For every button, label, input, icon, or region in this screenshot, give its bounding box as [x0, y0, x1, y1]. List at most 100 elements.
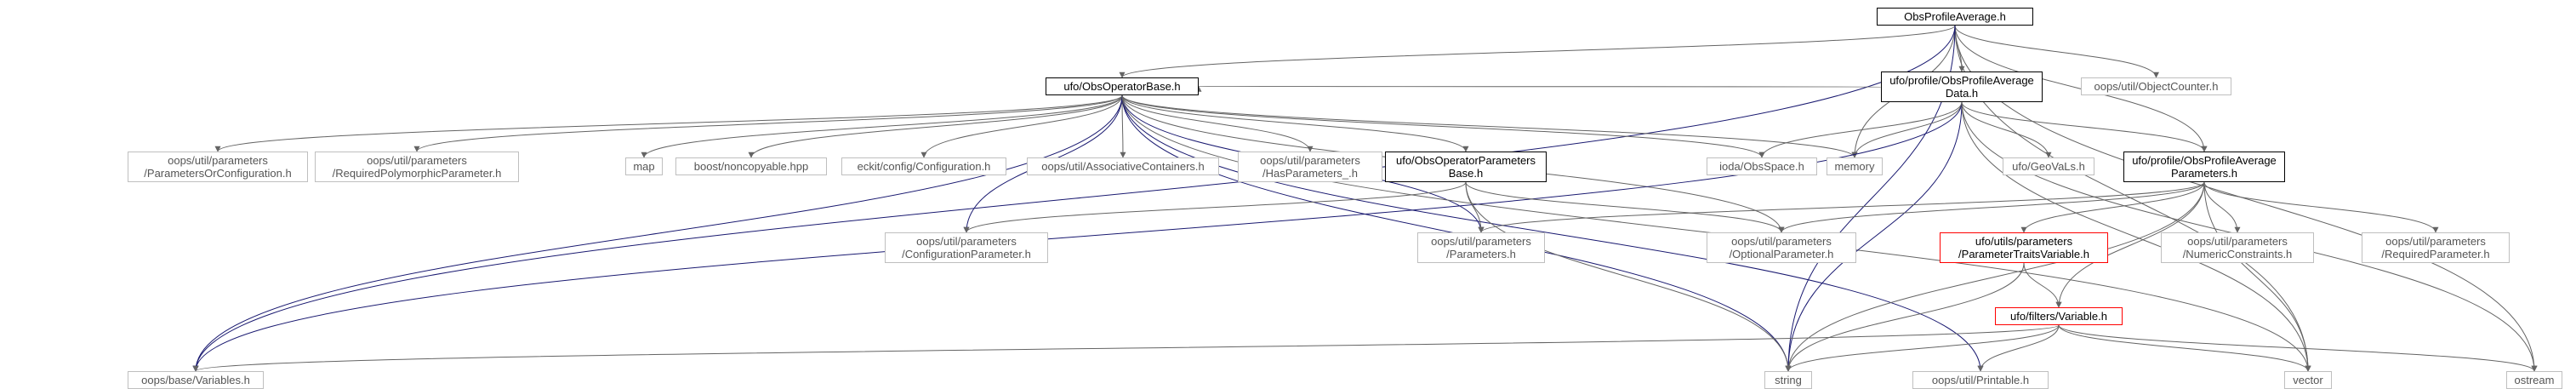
node-label-line: ufo/utils/parameters: [1975, 235, 2073, 248]
node-label-line: oops/base/Variables.h: [141, 374, 250, 386]
node-boost-noncopyable-hpp[interactable]: boost/noncopyable.hpp: [675, 157, 827, 175]
node-ostream[interactable]: ostream: [2506, 371, 2562, 389]
node-associative-containers-h[interactable]: oops/util/AssociativeContainers.h: [1027, 157, 1219, 175]
node-has-parameters-h[interactable]: oops/util/parameters/HasParameters_.h: [1238, 152, 1382, 182]
edge-profileparams-to-string: [1785, 181, 2205, 372]
node-vector[interactable]: vector: [2284, 371, 2332, 389]
edge-obsoperatorbase-to-variables: [192, 94, 1123, 372]
edge-variableh-to-vector: [2058, 324, 2311, 372]
edge-obsoperatorbase-to-memory: [1121, 94, 1858, 158]
edge-variableh-to-printable: [1977, 324, 2060, 372]
node-label-line: oops/util/parameters: [1431, 235, 1531, 248]
edge-root-to-objectcounter: [1954, 25, 2159, 78]
edge-obsoperatorbase-to-obsopparambase: [1121, 94, 1469, 152]
node-label-line: boost/noncopyable.hpp: [693, 160, 809, 173]
edge-obsoperatorbase-to-paramsorconfig: [214, 94, 1123, 152]
node-object-counter-h[interactable]: oops/util/ObjectCounter.h: [2081, 77, 2231, 95]
edge-obsoperatorbase-to-reqpolyparam: [413, 94, 1123, 152]
node-memory[interactable]: memory: [1827, 157, 1883, 175]
node-oops-base-variables-h[interactable]: oops/base/Variables.h: [128, 371, 264, 389]
edge-obsopparambase-to-string: [1465, 181, 1792, 372]
node-required-polymorphic-parameter-h[interactable]: oops/util/parameters/RequiredPolymorphic…: [315, 152, 519, 182]
node-parameters-h[interactable]: oops/util/parameters/Parameters.h: [1417, 232, 1545, 263]
node-label-line: /ParametersOrConfiguration.h: [144, 167, 292, 180]
node-configuration-parameter-h[interactable]: oops/util/parameters/ConfigurationParame…: [885, 232, 1048, 263]
edge-variableh-to-ostream: [2058, 324, 2538, 372]
node-variable-h[interactable]: ufo/filters/Variable.h: [1995, 307, 2123, 325]
edge-profileparams-to-vector: [2203, 181, 2311, 372]
edge-profiledata-to-variables: [192, 101, 1963, 372]
node-label-line: Parameters.h: [2170, 167, 2238, 180]
edge-obsoperatorbase-to-noncopyable: [748, 94, 1123, 158]
node-label-line: /OptionalParameter.h: [1729, 248, 1834, 260]
node-label-line: ioda/ObsSpace.h: [1719, 160, 1804, 173]
edge-profiledata-to-iodaobsspace: [1758, 101, 1963, 158]
edge-variableh-to-string: [1785, 324, 2060, 372]
edge-profileparams-to-variableh: [2055, 181, 2205, 308]
node-label-line: oops/util/parameters: [1731, 235, 1832, 248]
edge-profileparams-to-optionalparam: [1778, 181, 2205, 233]
node-label-line: /HasParameters_.h: [1262, 167, 1358, 180]
node-parameter-traits-variable-h[interactable]: ufo/utils/parameters/ParameterTraitsVari…: [1940, 232, 2108, 263]
node-obs-profile-average-h[interactable]: ObsProfileAverage.h: [1877, 8, 2033, 26]
edge-obsopparambase-to-configparam: [963, 181, 1467, 233]
node-label-line: memory: [1834, 160, 1875, 173]
edge-obsoperatorbase-to-printable: [1121, 94, 1984, 372]
edge-profileparams-to-parameters: [1478, 181, 2205, 233]
edge-obsoperatorbase-to-eckitconfig: [920, 94, 1123, 158]
edge-profileparams-to-numericconstraints: [2203, 181, 2241, 233]
edge-root-to-obsoperatorbase: [1119, 25, 1956, 78]
node-map[interactable]: map: [625, 157, 663, 175]
node-label-line: oops/util/parameters: [2187, 235, 2288, 248]
edge-variableh-to-variables: [193, 324, 2060, 372]
node-string[interactable]: string: [1764, 371, 1812, 389]
node-label-line: /NumericConstraints.h: [2182, 248, 2293, 260]
node-label-line: ufo/ObsOperatorParameters: [1395, 154, 1536, 167]
node-label-line: oops/util/Printable.h: [1931, 374, 2030, 386]
node-label-line: /RequiredPolymorphicParameter.h: [332, 167, 502, 180]
edge-profiledata-to-profileparams: [1961, 101, 2208, 152]
edge-profiledata-to-memory: [1851, 101, 1963, 158]
node-label-line: oops/util/AssociativeContainers.h: [1041, 160, 1205, 173]
edge-obsopparambase-to-optionalparam: [1465, 181, 1785, 233]
node-label-line: ufo/filters/Variable.h: [2010, 310, 2107, 323]
node-geovals-h[interactable]: ufo/GeoVaLs.h: [2003, 157, 2094, 175]
node-label-line: /ParameterTraitsVariable.h: [1958, 248, 2089, 260]
node-label-line: ostream: [2514, 374, 2555, 386]
node-numeric-constraints-h[interactable]: oops/util/parameters/NumericConstraints.…: [2161, 232, 2314, 263]
node-parameters-or-configuration-h[interactable]: oops/util/parameters/ParametersOrConfigu…: [128, 152, 308, 182]
node-label-line: ObsProfileAverage.h: [1904, 10, 2006, 23]
edge-profiledata-to-obsoperatorbase: [1198, 85, 1882, 91]
node-obs-operator-base-h[interactable]: ufo/ObsOperatorBase.h: [1046, 77, 1199, 95]
edge-profiledata-to-string: [1785, 101, 1963, 372]
edge-paramtraitsvar-to-variableh: [2023, 262, 2062, 308]
node-label-line: ufo/GeoVaLs.h: [2012, 160, 2085, 173]
node-printable-h[interactable]: oops/util/Printable.h: [1912, 371, 2049, 389]
edge-obsoperatorbase-to-iodaobsspace: [1121, 94, 1765, 158]
edge-obsopparambase-to-parameters: [1465, 181, 1485, 233]
node-label-line: oops/util/parameters: [916, 235, 1017, 248]
node-label-line: /RequiredParameter.h: [2381, 248, 2490, 260]
node-optional-parameter-h[interactable]: oops/util/parameters/OptionalParameter.h: [1707, 232, 1856, 263]
node-label-line: ufo/profile/ObsProfileAverage: [2132, 154, 2277, 167]
node-label-line: oops/util/parameters: [1260, 154, 1360, 167]
node-ioda-obs-space-h[interactable]: ioda/ObsSpace.h: [1707, 157, 1817, 175]
edge-profiledata-to-geovals: [1961, 101, 2052, 158]
node-required-parameter-h[interactable]: oops/util/parameters/RequiredParameter.h: [2362, 232, 2510, 263]
node-label-line: /Parameters.h: [1446, 248, 1516, 260]
edge-profileparams-to-paramtraitsvar: [2020, 181, 2205, 233]
node-label-line: Data.h: [1945, 87, 1979, 100]
edge-paramtraitsvar-to-string: [1785, 262, 2025, 372]
edge-obsoperatorbase-to-map: [641, 94, 1123, 158]
node-eckit-configuration-h[interactable]: eckit/config/Configuration.h: [841, 157, 1006, 175]
node-label-line: map: [633, 160, 655, 173]
edge-profiledata-to-vector: [1961, 101, 2311, 372]
node-label-line: /ConfigurationParameter.h: [902, 248, 1031, 260]
edge-obsoperatorbase-to-hasparameters: [1121, 94, 1314, 152]
node-label-line: eckit/config/Configuration.h: [857, 160, 991, 173]
